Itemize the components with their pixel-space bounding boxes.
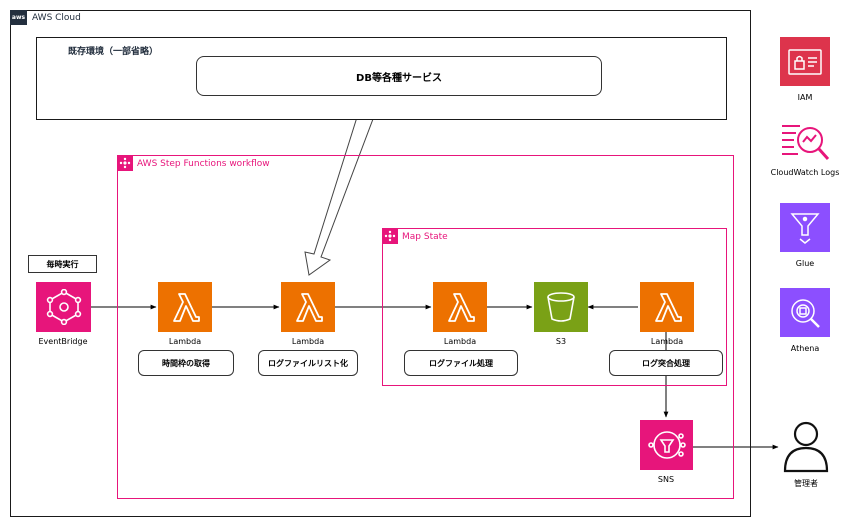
map-state-icon <box>382 228 398 244</box>
eventbridge-label: EventBridge <box>38 337 88 346</box>
athena-icon <box>780 288 830 337</box>
lambda-icon-3 <box>433 282 487 332</box>
map-state-group <box>382 228 727 386</box>
s3-bucket-icon <box>534 282 588 332</box>
cloudwatch-logs-label: CloudWatch Logs <box>770 168 840 177</box>
aws-cloud-label: AWS Cloud <box>32 13 81 23</box>
cloudwatch-logs-icon <box>778 120 833 165</box>
lambda-label-2: Lambda <box>291 337 325 346</box>
step-functions-group <box>117 155 734 499</box>
admin-label: 管理者 <box>794 479 818 488</box>
log-matching-box: ログ突合処理 <box>609 350 723 376</box>
glue-icon <box>780 203 830 252</box>
lambda-icon-1 <box>158 282 212 332</box>
sns-icon <box>640 420 693 470</box>
process-log-file-box: ログファイル処理 <box>404 350 518 376</box>
sns-label: SNS <box>657 475 675 484</box>
existing-env-label: 既存環境（一部省略） <box>68 47 159 57</box>
list-log-files-box: ログファイルリスト化 <box>258 350 358 376</box>
lambda-label-3: Lambda <box>443 337 477 346</box>
glue-label: Glue <box>795 259 815 268</box>
lambda-icon-2 <box>281 282 335 332</box>
step-functions-label: AWS Step Functions workflow <box>137 159 270 169</box>
map-state-label: Map State <box>402 232 448 242</box>
db-services-box: DB等各種サービス <box>196 56 602 96</box>
iam-label: IAM <box>797 93 813 102</box>
user-icon <box>780 418 832 474</box>
lambda-icon-4 <box>640 282 694 332</box>
eventbridge-icon <box>36 282 91 332</box>
hourly-run-box: 毎時実行 <box>28 255 97 273</box>
lambda-label-1: Lambda <box>168 337 202 346</box>
step-functions-icon <box>117 155 133 171</box>
s3-label: S3 <box>555 337 567 346</box>
iam-icon <box>780 37 830 86</box>
athena-label: Athena <box>790 344 820 353</box>
get-time-window-box: 時間枠の取得 <box>138 350 234 376</box>
edge-db-to-workflow <box>304 112 374 276</box>
lambda-label-4: Lambda <box>650 337 684 346</box>
aws-logo-icon: aws <box>10 10 27 25</box>
aws-cloud-group <box>10 10 751 517</box>
